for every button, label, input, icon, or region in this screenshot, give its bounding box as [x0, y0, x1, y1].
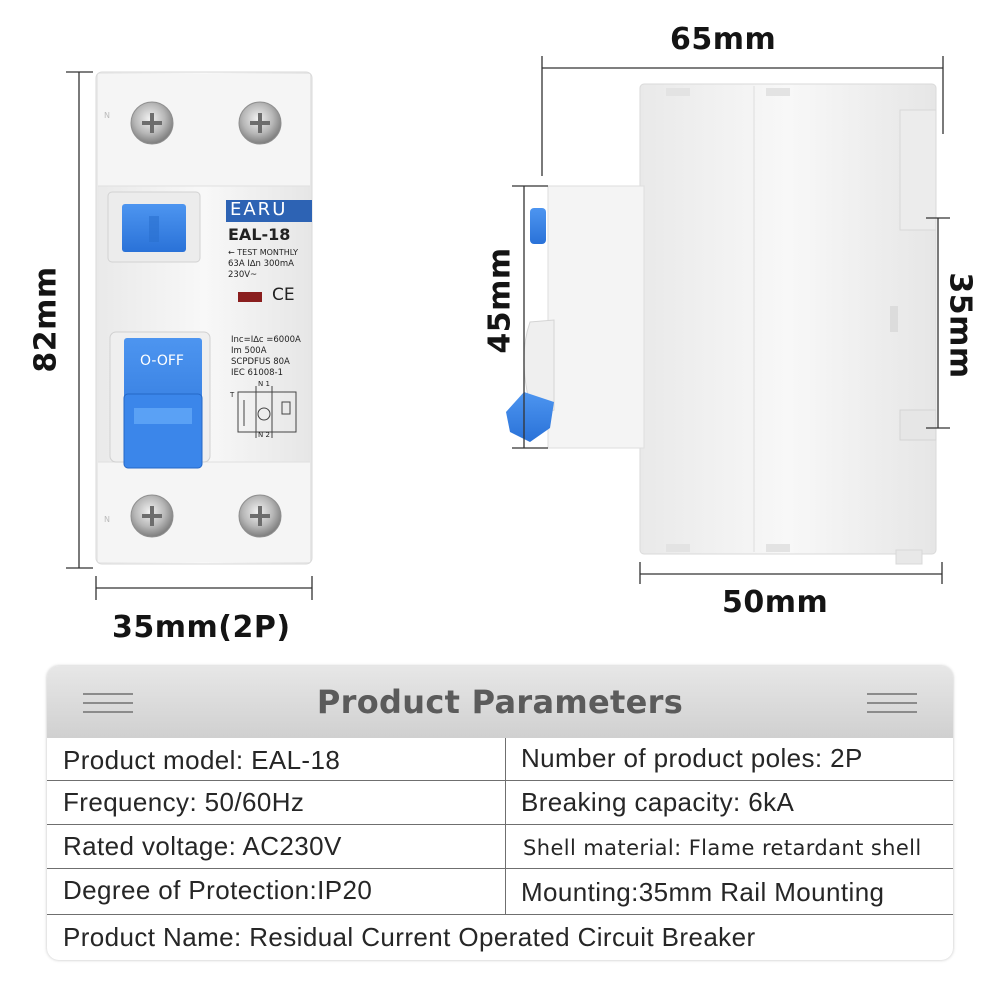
- diagram-bottom-label: N 2: [258, 431, 270, 439]
- front-width-dimension-line: [95, 576, 313, 600]
- param-rated-voltage: Rated voltage: AC230V: [63, 831, 342, 861]
- brand-logo: EARU: [230, 199, 288, 220]
- front-face-height-dimension-line: [512, 185, 548, 449]
- rail-height-label: 35mm: [942, 272, 978, 379]
- side-switch-lever: [506, 392, 554, 442]
- test-monthly-text: TEST MONTHLY: [237, 248, 299, 257]
- spec-line: IEC 61008-1: [231, 368, 284, 378]
- front-height-dimension-line: [66, 71, 93, 569]
- spec-line: SCPDFUS 80A: [231, 357, 290, 367]
- row-divider: [47, 914, 953, 915]
- side-front-face: [547, 185, 645, 449]
- row-divider: [47, 868, 953, 869]
- front-face-height-label: 45mm: [482, 247, 518, 354]
- rating-label: 63A I∆n 300mA: [228, 259, 294, 269]
- total-depth-dimension-line: [541, 56, 944, 176]
- param-breaking-capacity: Breaking capacity: 6kA: [521, 787, 795, 817]
- base-depth-dimension-line: [639, 562, 943, 584]
- param-frequency: Frequency: 50/60Hz: [63, 787, 305, 817]
- row-divider: [47, 824, 953, 825]
- screw-icon: [238, 101, 282, 145]
- side-test-button: [530, 208, 546, 244]
- screw-icon: [238, 494, 282, 538]
- terminal-mark: N: [104, 111, 110, 120]
- test-monthly-label: ← TEST MONTHLY: [228, 248, 299, 257]
- ce-mark-icon: CE: [272, 285, 295, 305]
- spec-line: Im 500A: [231, 346, 267, 356]
- row-divider: [47, 780, 953, 781]
- dimension-drawing-svg: [66, 56, 950, 600]
- diagram-top-label: N 1: [258, 380, 270, 388]
- model-label: EAL-18: [228, 225, 291, 244]
- indicator-window-icon: [238, 292, 262, 302]
- front-width-label: 35mm(2P): [112, 610, 291, 645]
- menu-lines-icon: [867, 693, 917, 715]
- param-shell-material: Shell material: Flame retardant shell: [523, 836, 922, 860]
- base-depth-label: 50mm: [722, 585, 829, 620]
- parameters-header: [47, 666, 953, 738]
- param-product-name: Product Name: Residual Current Operated …: [63, 922, 756, 952]
- terminal-mark: N: [104, 515, 110, 524]
- product-parameters-panel: Product Parameters Product model: EAL-18…: [47, 666, 953, 960]
- switch-off-label: O-OFF: [140, 353, 184, 369]
- diagram-test-label: T: [230, 391, 235, 399]
- screw-icon: [130, 101, 174, 145]
- menu-lines-icon: [83, 693, 133, 715]
- rail-height-dimension-line: [926, 217, 950, 429]
- circuit-diagram-icon: [237, 386, 297, 438]
- column-divider: [505, 738, 506, 914]
- param-product-model: Product model: EAL-18: [63, 745, 341, 775]
- product-dimension-drawing: EARU EAL-18 ← TEST MONTHLY 63A I∆n 300mA…: [28, 22, 978, 645]
- brand-badge: [226, 200, 312, 222]
- front-view: [95, 71, 313, 565]
- screw-icon: [130, 494, 174, 538]
- arrow-left-icon: ←: [228, 248, 235, 257]
- parameters-title: Product Parameters: [316, 683, 684, 721]
- front-height-label: 82mm: [28, 266, 64, 373]
- spec-line: Inc=I∆c =6000A: [231, 335, 301, 345]
- param-protection-degree: Degree of Protection:IP20: [63, 875, 373, 905]
- side-view: [506, 83, 937, 565]
- total-depth-label: 65mm: [670, 22, 777, 57]
- param-mounting: Mounting:35mm Rail Mounting: [521, 877, 885, 907]
- param-poles: Number of product poles: 2P: [521, 743, 863, 773]
- voltage-label: 230V~: [228, 270, 258, 280]
